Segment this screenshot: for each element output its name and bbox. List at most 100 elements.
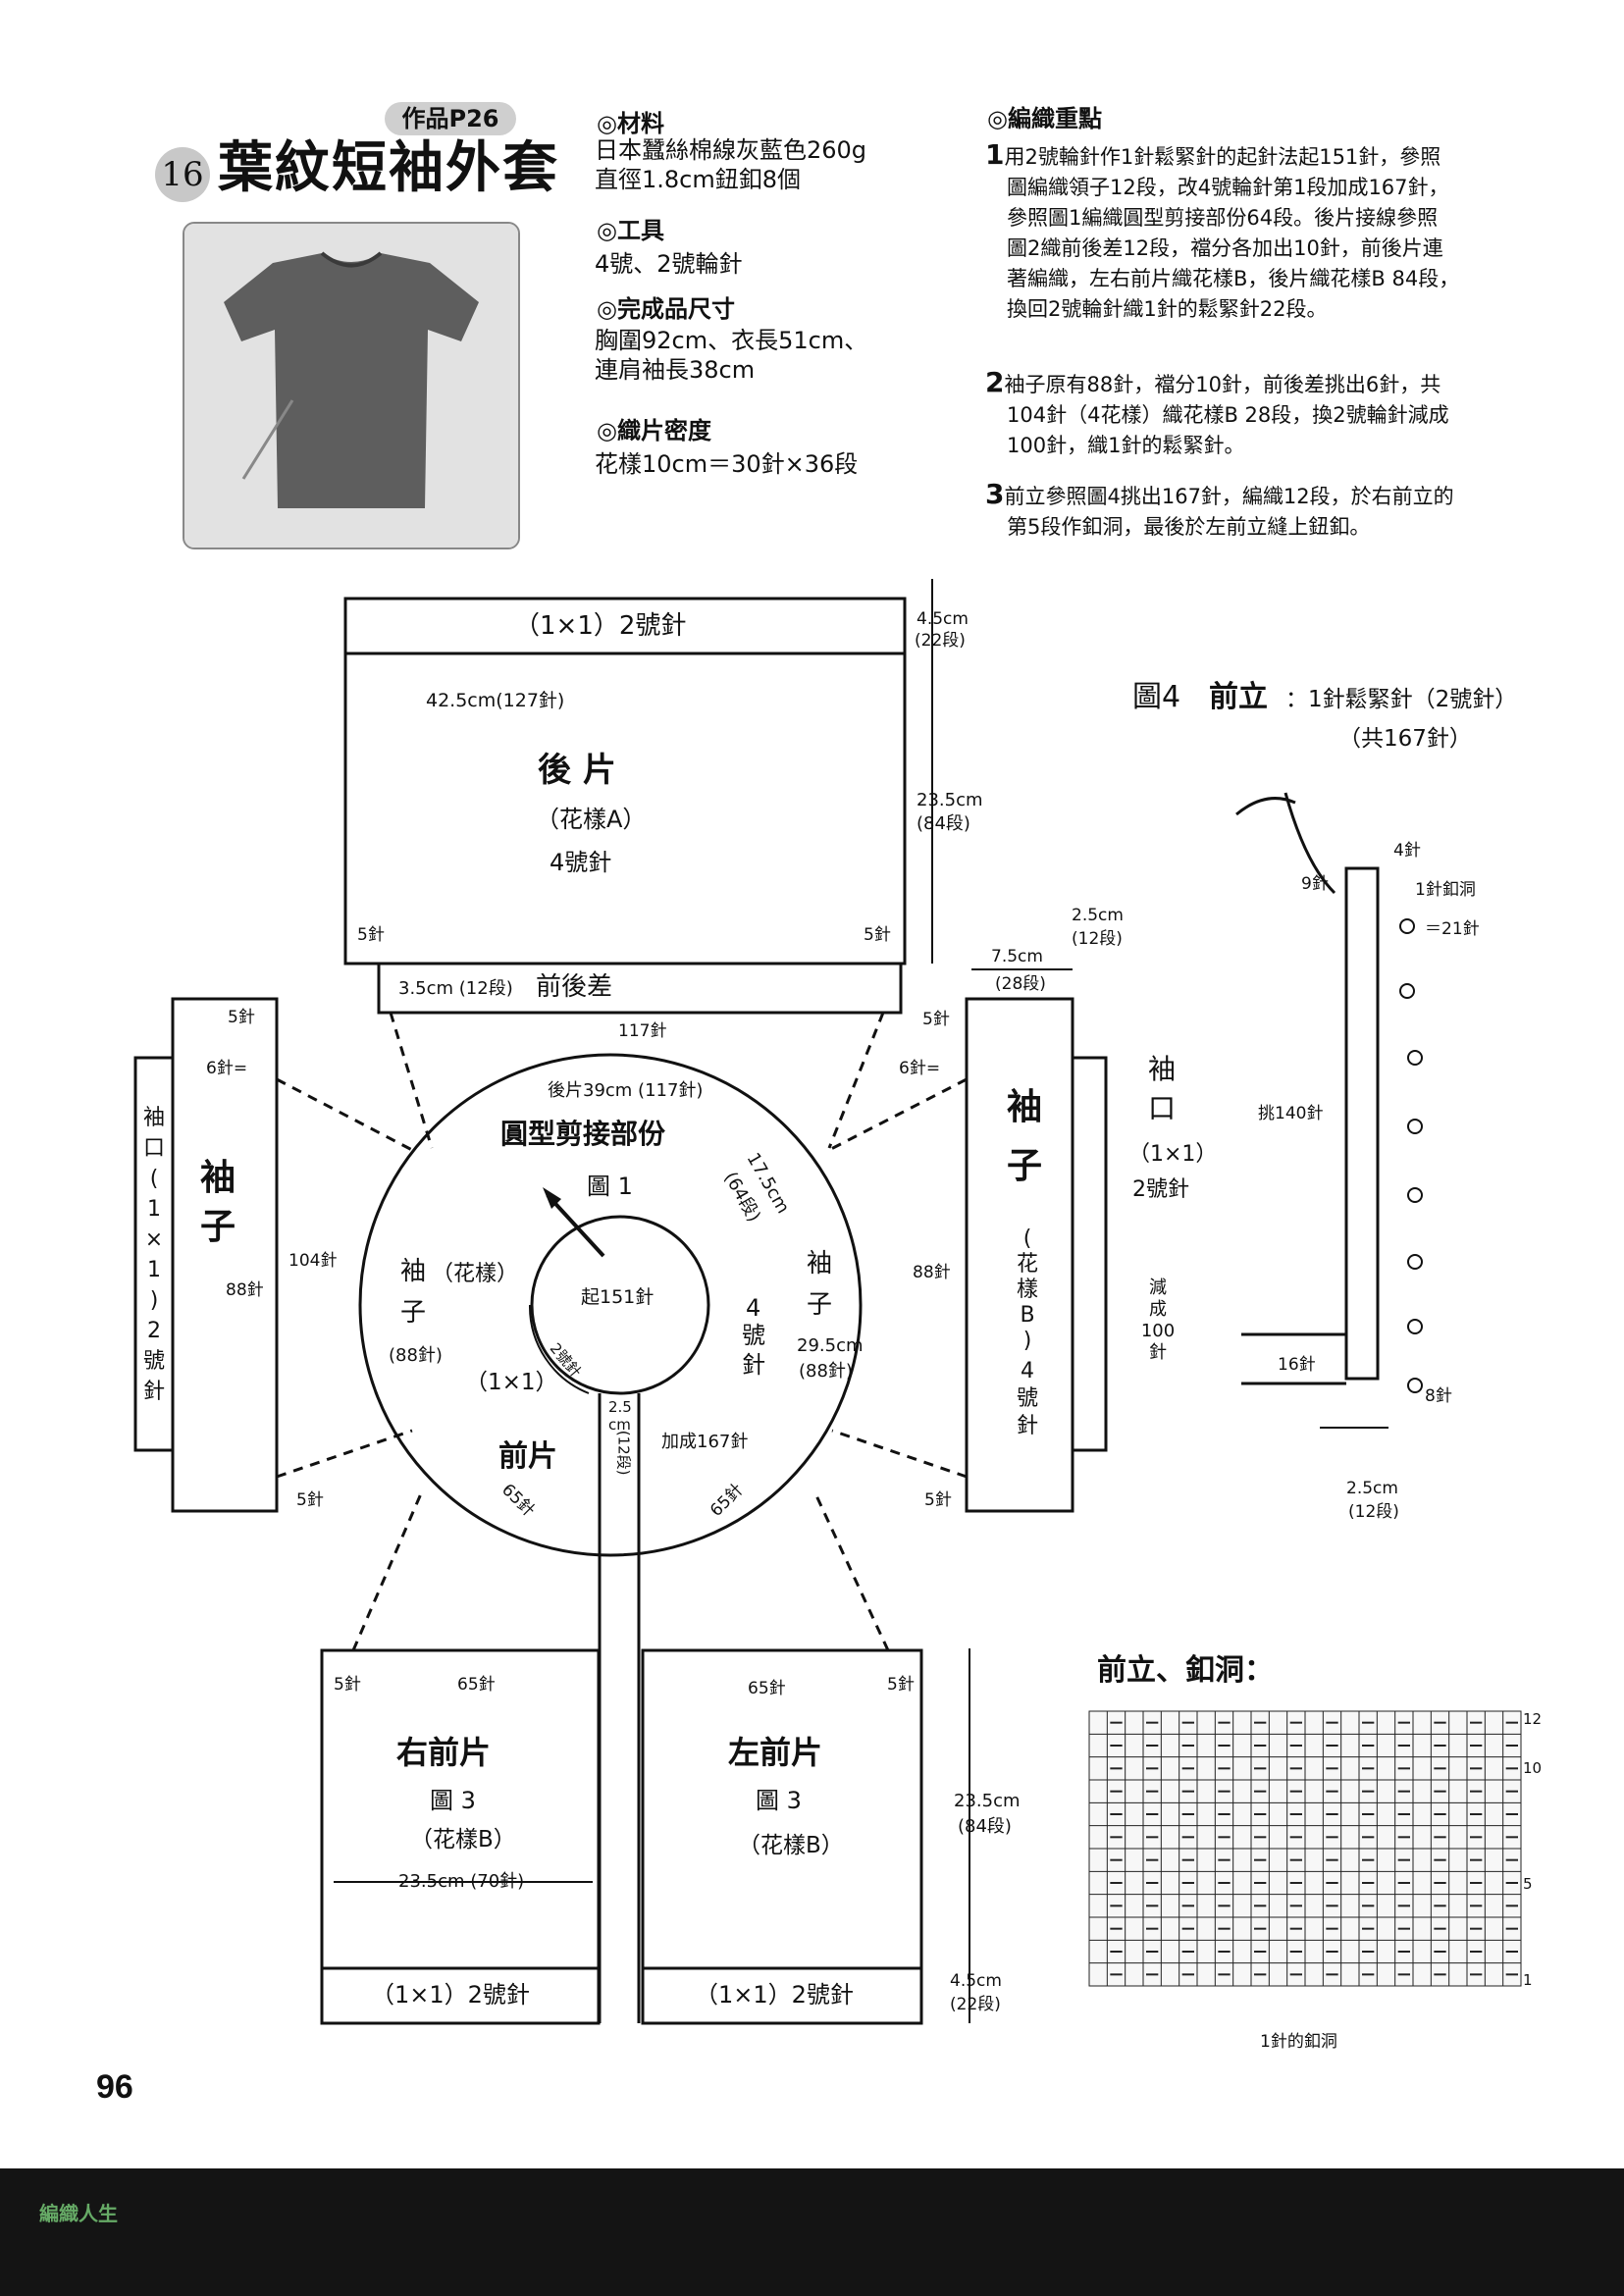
right-sleeve-name-b: 子 [1007, 1146, 1043, 1186]
step-line: 袖子原有88針，襠分10針，前後差挑出6針，共 [1004, 373, 1441, 396]
cuff-char: ( [149, 1167, 159, 1191]
yoke-sleeve-left-sts: (88針) [389, 1345, 443, 1366]
fig4-width-cm: 2.5cm [1346, 1479, 1398, 1498]
back-rib-height: 4.5cm [917, 609, 969, 629]
back-side-sts-left: 5針 [357, 925, 385, 945]
right-sleeve-width-rows: (28段) [995, 974, 1046, 994]
pattern-char: B [1020, 1303, 1035, 1328]
right-front-name: 右前片 [396, 1734, 492, 1771]
spec-heading-size: ◎完成品尺寸 [597, 295, 735, 323]
right-front-edge-sts: 5針 [334, 1675, 361, 1695]
right-front-rib: （1×1）2號針 [371, 1981, 530, 2009]
step-line: 104針（4花樣）織花樣B 28段，換2號輪針減成 [1007, 403, 1449, 427]
item-number-circle: 16 [155, 147, 210, 202]
needle-char: 針 [1016, 1414, 1038, 1438]
front-body-rows: (84段) [958, 1816, 1012, 1837]
yoke-needle-b: 號 [742, 1322, 765, 1349]
front-back-difference-band [377, 962, 903, 1015]
decrease-char: 針 [1149, 1342, 1167, 1363]
front-body-height: 23.5cm [954, 1791, 1021, 1811]
fig4-21sts: ＝21針 [1425, 919, 1480, 939]
spec-line: 4號、2號輪針 [595, 250, 743, 278]
tshirt-illustration [184, 224, 518, 548]
left-front-name: 左前片 [728, 1734, 823, 1771]
yoke-sleeve-right-cm: 29.5cm [797, 1335, 864, 1356]
pattern-char: 樣 [1016, 1278, 1038, 1302]
spec-heading-tools: ◎工具 [597, 217, 664, 244]
right-sleeve-bottom-sts: 5針 [924, 1490, 952, 1510]
left-sleeve-side-sts: 6針= [206, 1059, 248, 1078]
step-line: 換回2號輪針織1針的鬆緊針22段。 [1007, 297, 1328, 321]
spec-line: 日本蠶絲棉線灰藍色260g [595, 136, 867, 164]
right-front-sts: 65針 [457, 1675, 496, 1695]
left-sleeve-104: 104針 [288, 1251, 338, 1271]
right-front-width: 23.5cm (70針) [398, 1871, 525, 1892]
left-front-pattern: （花樣B） [738, 1833, 844, 1858]
step-line: 圖編織領子12段，改4號輪針第1段加成167針， [1007, 176, 1449, 199]
chart-note: 1針的釦洞 [1260, 2032, 1337, 2052]
chart-row-10: 10 [1523, 1759, 1543, 1777]
decrease-char: 100 [1140, 1321, 1176, 1341]
left-cuff-outline [133, 1056, 175, 1452]
chart-row-5: 5 [1523, 1875, 1533, 1893]
yoke-sleeve-right-b: 子 [807, 1290, 833, 1320]
spec-line: 連肩袖長38cm [595, 356, 756, 384]
cuff-char: 1 [147, 1258, 161, 1282]
front-band-outline [1344, 866, 1380, 1381]
needle-char: 號 [1016, 1386, 1038, 1411]
spec-line: 胸圍92cm、衣長51cm、 [595, 327, 868, 354]
yoke-sleeve-right-sts: (88針) [799, 1361, 853, 1382]
left-sleeve-88: 88針 [226, 1280, 264, 1300]
step-number: 2 [985, 366, 1005, 398]
front-rib-height: 4.5cm [950, 1971, 1002, 1991]
right-cuff-name-a: 袖 [1148, 1053, 1177, 1085]
spec-line: 直徑1.8cm鈕釦8個 [595, 166, 802, 193]
neck-rib-label: （1×1） [465, 1370, 558, 1395]
step-number: 1 [985, 138, 1005, 171]
right-sleeve-name-a: 袖 [1007, 1087, 1043, 1127]
product-photo [183, 222, 520, 549]
yoke-cast-on: 起151針 [581, 1286, 655, 1308]
band-width-cm: 2.5 [608, 1398, 632, 1416]
yoke-figure: 圖 1 [587, 1173, 633, 1200]
right-front-pattern: （花樣B） [410, 1827, 516, 1852]
step-line: 著編織，左右前片織花樣B，後片織花樣B 84段， [1007, 267, 1460, 290]
back-rib-rows: (22段) [915, 631, 966, 651]
right-cuff-rib: （1×1） [1128, 1142, 1218, 1167]
back-body-rows: (84段) [917, 813, 970, 834]
right-sleeve-side-sts: 6針= [899, 1059, 941, 1078]
yoke-needle-a: 4 [746, 1294, 761, 1322]
page-number: 96 [96, 2068, 133, 2106]
fig4-name: 前立 [1209, 680, 1268, 714]
cuff-char: 口 [142, 1136, 165, 1161]
right-sleeve-top-sts: 5針 [922, 1010, 950, 1029]
chart-row-12: 12 [1523, 1710, 1543, 1728]
left-sleeve-bottom-sts: 5針 [296, 1490, 324, 1510]
yoke-increase: 加成167針 [661, 1432, 749, 1452]
back-rib-label: （1×1）2號針 [514, 611, 687, 641]
back-piece-name: 後 片 [538, 751, 616, 790]
spec-heading-gauge: ◎織片密度 [597, 417, 711, 444]
fig4-16sts: 16針 [1278, 1355, 1316, 1375]
step-line: 前立參照圖4挑出167針，編織12段，於右前立的 [1004, 485, 1454, 508]
fig4-buttonhole: 1針釦洞 [1415, 880, 1476, 900]
right-front-figure: 圖 3 [430, 1787, 476, 1814]
difference-width: 117針 [618, 1021, 667, 1041]
fig4-8sts: 8針 [1425, 1386, 1452, 1406]
fig4-number: 圖4 [1132, 680, 1181, 714]
left-front-outline [641, 1648, 923, 2025]
back-side-sts-right: 5針 [864, 925, 891, 945]
buttonhole-markers [1399, 918, 1423, 1393]
fig4-width-rows: (12段) [1348, 1502, 1399, 1522]
fig4-9sts: 9針 [1301, 874, 1329, 894]
instruction-step: 3前立參照圖4挑出167針，編織12段，於右前立的 第5段作釦洞，最後於左前立縫… [985, 479, 1454, 543]
left-front-rib: （1×1）2號針 [695, 1981, 854, 2009]
step-number: 3 [985, 478, 1005, 510]
chart-title: 前立、釦洞： [1097, 1653, 1274, 1688]
instruction-step: 1用2號輪針作1針鬆緊針的起針法起151針，參照 圖編織領子12段，改4號輪針第… [985, 139, 1459, 325]
left-front-figure: 圖 3 [756, 1787, 802, 1814]
back-width-label: 42.5cm(127針) [426, 690, 565, 711]
cuff-char: ) [149, 1288, 159, 1313]
watermark-logo: 編織人生 [39, 2202, 118, 2225]
